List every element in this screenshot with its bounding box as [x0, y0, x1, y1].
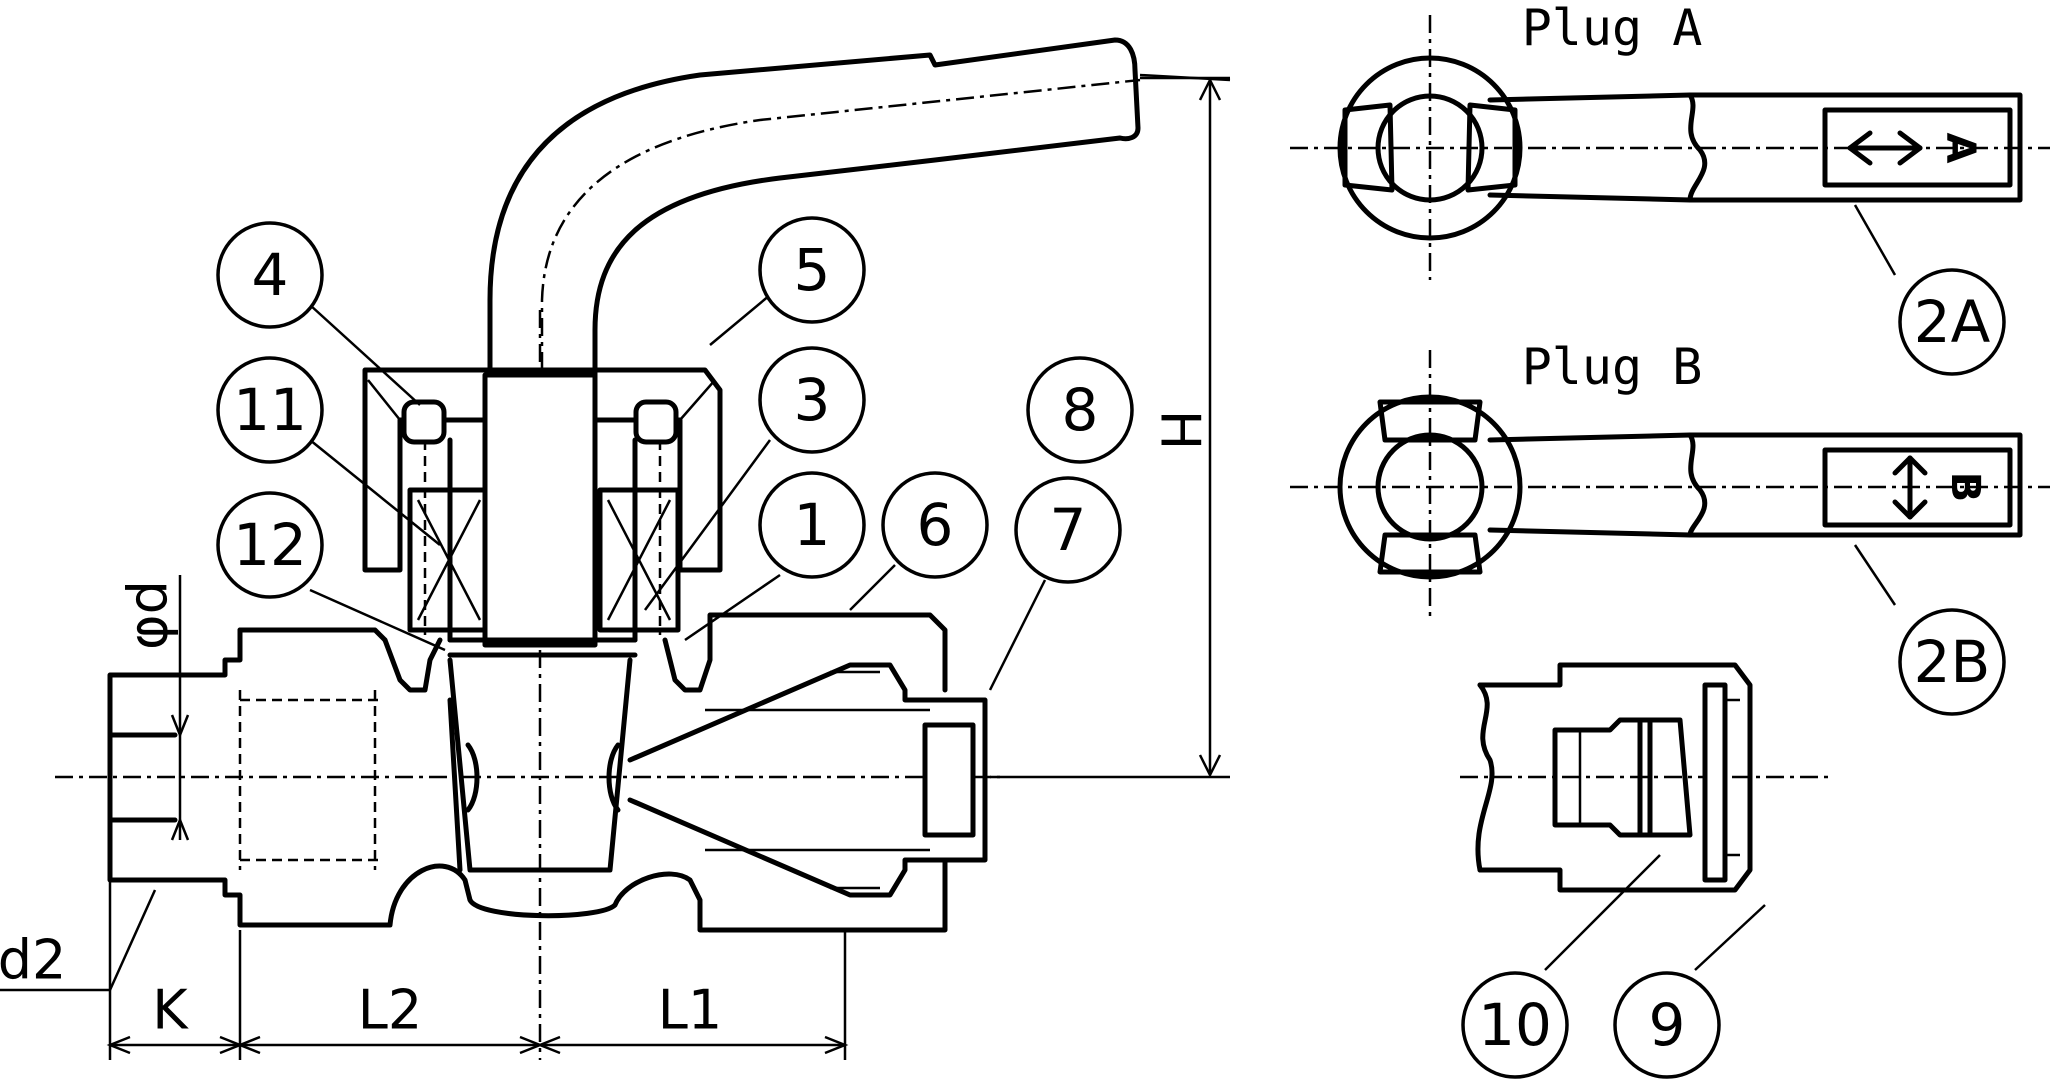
- part-bubble-p4: 4: [216, 221, 324, 329]
- part-number-label: 7: [1050, 496, 1087, 564]
- plug-a-view: A Plug A: [1290, 0, 2050, 280]
- part-bubble-p7: 7: [1014, 476, 1122, 584]
- part-number-label: 5: [794, 236, 831, 304]
- part-bubble-p9: 9: [1613, 971, 1721, 1079]
- part-bubble-circle: [1014, 476, 1122, 584]
- dim-phi-d: φd: [117, 580, 180, 650]
- part-number-label: 12: [233, 511, 307, 579]
- plug-b-mark: B: [1942, 472, 1988, 503]
- part-number-label: 2A: [1914, 288, 1991, 356]
- part-bubble-circle: [758, 216, 866, 324]
- part-bubble-p10: 10: [1461, 971, 1569, 1079]
- part-bubble-circle: [216, 221, 324, 329]
- valve-body: [107, 612, 948, 933]
- part-bubble-p8: 8: [1026, 356, 1134, 464]
- part-bubble-p6: 6: [881, 471, 989, 579]
- part-number-label: 4: [252, 241, 289, 309]
- part-number-label: 8: [1062, 376, 1099, 444]
- handle-lever: [487, 37, 1231, 378]
- part-bubble-p11: 11: [216, 356, 324, 464]
- part-bubble-circle: [1613, 971, 1721, 1079]
- part-bubble-p2a: 2A: [1898, 268, 2006, 376]
- leader-lines: [309, 204, 1897, 971]
- fitting-detail-view: [1460, 662, 1830, 893]
- part-bubble-circle: [1461, 971, 1569, 1079]
- dim-h: H: [1149, 410, 1212, 451]
- dimension-labels: H φd d2 K L2 L1: [0, 410, 1212, 1042]
- plug-a-mark: A: [1937, 133, 1983, 164]
- part-bubble-circle: [758, 471, 866, 579]
- part-number-label: 11: [233, 376, 307, 444]
- part-number-label: 9: [1649, 991, 1686, 1059]
- part-number-label: 2B: [1914, 628, 1991, 696]
- part-bubble-circle: [1898, 268, 2006, 376]
- part-bubble-p2b: 2B: [1898, 608, 2006, 716]
- plug-b-title: Plug B: [1522, 338, 1703, 396]
- part-bubble-p12: 12: [216, 491, 324, 599]
- part-bubble-circle: [758, 346, 866, 454]
- dim-l2: L2: [358, 979, 422, 1042]
- plug-b-view: B Plug B: [1290, 338, 2050, 620]
- part-bubble-circle: [216, 356, 324, 464]
- dim-d2: d2: [0, 929, 66, 992]
- part-number-label: 6: [917, 491, 954, 559]
- part-bubble-circle: [1898, 608, 2006, 716]
- valve-stem: [447, 372, 638, 658]
- plug-a-title: Plug A: [1522, 0, 1703, 57]
- part-number-label: 3: [794, 366, 831, 434]
- part-bubble-p5: 5: [758, 216, 866, 324]
- dim-k: K: [152, 979, 189, 1042]
- dim-l1: L1: [658, 979, 722, 1042]
- part-number-label: 10: [1478, 991, 1552, 1059]
- part-number-label: 1: [794, 491, 831, 559]
- dimension-lines: [0, 76, 1230, 1060]
- part-bubble-circle: [216, 491, 324, 599]
- part-bubble-p1: 1: [758, 471, 866, 579]
- main-valve-section: [55, 37, 1231, 1060]
- part-bubble-circle: [1026, 356, 1134, 464]
- compression-fitting: [627, 662, 988, 898]
- part-bubble-circle: [881, 471, 989, 579]
- part-bubble-p3: 3: [758, 346, 866, 454]
